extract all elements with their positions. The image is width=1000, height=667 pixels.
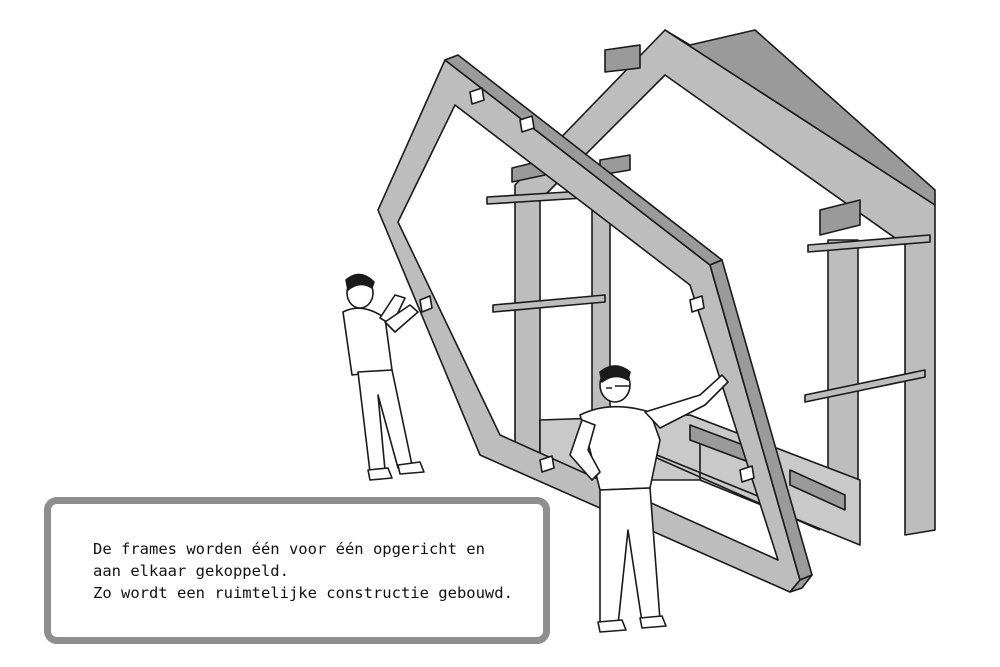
tilted-hexagon-frame [377,54,813,593]
caption-line-1: De frames worden één voor één opgericht … [93,540,485,558]
worker-left-figure [342,273,425,481]
caption-line-2: aan elkaar gekoppeld. [93,562,289,580]
worker-right-figure [569,365,729,633]
shelf-boards [486,154,931,403]
caption-box: De frames worden één voor één opgericht … [44,497,550,644]
caption-line-3: Zo wordt een ruimtelijke constructie geb… [93,584,513,602]
caption-text: De frames worden één voor één opgericht … [93,538,513,604]
